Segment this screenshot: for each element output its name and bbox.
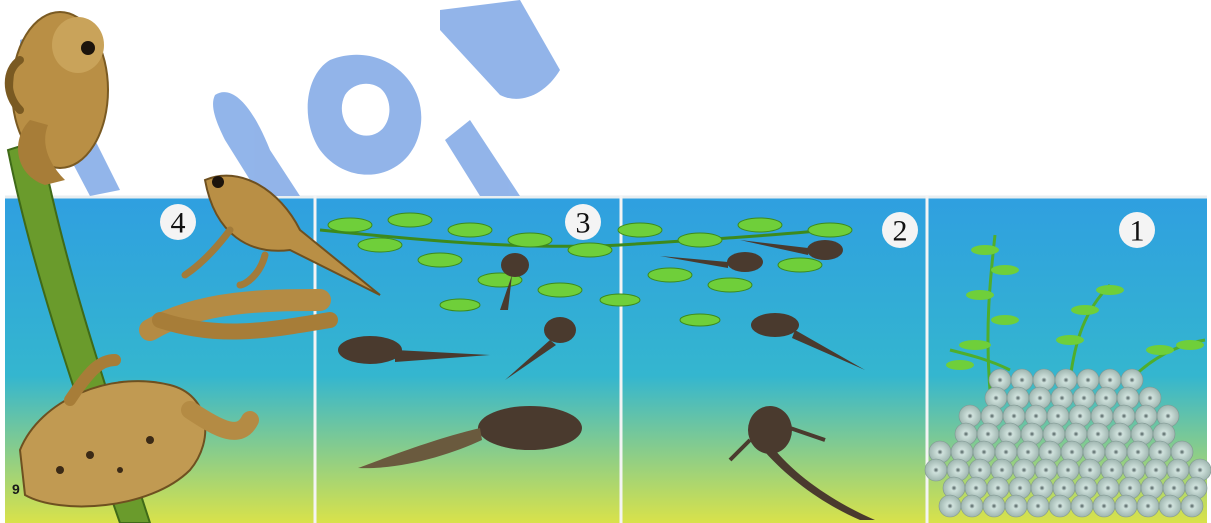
frog-egg	[1071, 495, 1093, 517]
frog-egg	[1093, 495, 1115, 517]
stage-label-4: 4	[160, 204, 196, 240]
frog-egg	[983, 495, 1005, 517]
frog-egg	[1159, 495, 1181, 517]
stage-label-2: 2	[882, 212, 918, 248]
frog-egg	[925, 459, 947, 481]
stage-number: 3	[576, 207, 591, 240]
stage-number: 2	[893, 215, 908, 248]
frog-egg	[1137, 495, 1159, 517]
frog-egg	[1181, 495, 1203, 517]
frog-egg	[961, 495, 983, 517]
frog-egg	[1005, 495, 1027, 517]
stage-number: 4	[171, 207, 186, 240]
corner-number: 9	[12, 481, 20, 497]
stage-number: 1	[1130, 215, 1145, 248]
stage-label-1: 1	[1119, 212, 1155, 248]
frog-egg	[1049, 495, 1071, 517]
frog-egg	[1115, 495, 1137, 517]
stage-label-3: 3	[565, 204, 601, 240]
frog-egg	[939, 495, 961, 517]
frog-egg	[1027, 495, 1049, 517]
